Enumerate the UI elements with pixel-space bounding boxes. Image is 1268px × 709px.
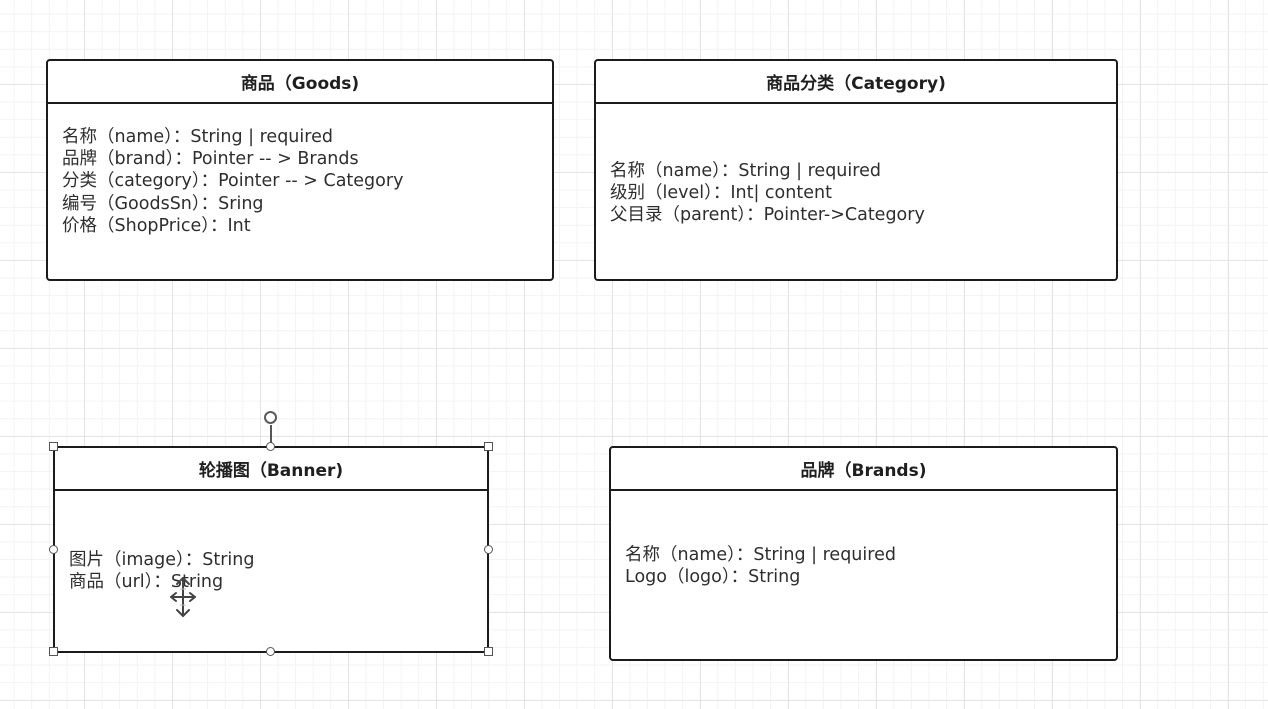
entity-goods[interactable]: 商品（Goods) 名称（name）：String | required 品牌（… [46,59,554,281]
field-goods-sn: 编号（GoodsSn）：Sring [62,193,264,214]
rotate-handle-icon[interactable] [264,411,277,424]
entity-title: 轮播图（Banner) [55,448,487,491]
resize-handle-left[interactable] [49,545,58,554]
field-category: 分类（category）：Pointer -- > Category [62,171,404,192]
field-shop-price: 价格（ShopPrice）：Int [62,215,251,236]
resize-handle-bottom[interactable] [266,647,275,656]
entity-title: 品牌（Brands) [611,448,1116,491]
entity-brands[interactable]: 品牌（Brands) 名称（name）：String | required Lo… [609,446,1118,661]
field-brand: 品牌（brand）：Pointer -- > Brands [62,149,359,170]
entity-fields: 名称（name）：String | required 品牌（brand）：Poi… [48,104,552,237]
rotate-stem [270,425,272,447]
entity-title: 商品（Goods) [48,61,552,104]
field-url: 商品（url）：String [69,572,224,593]
entity-title: 商品分类（Category) [596,61,1116,104]
resize-handle-bottom-left[interactable] [49,647,58,656]
resize-handle-top-right[interactable] [484,442,493,451]
field-logo: Logo（logo）：String [625,567,801,588]
field-image: 图片（image）：String [69,550,255,570]
entity-category[interactable]: 商品分类（Category) 名称（name）：String | require… [594,59,1118,281]
field-name: 名称（name）：String | required [62,127,333,147]
entity-fields: 图片（image）：String 商品（url）：String [55,491,487,593]
resize-handle-top[interactable] [266,442,275,451]
resize-handle-bottom-right[interactable] [484,647,493,656]
entity-banner[interactable]: 轮播图（Banner) 图片（image）：String 商品（url）：Str… [53,446,489,653]
resize-handle-right[interactable] [484,545,493,554]
entity-fields: 名称（name）：String | required 级别（level）：Int… [596,104,1116,227]
field-name: 名称（name）：String | required [625,545,896,565]
entity-fields: 名称（name）：String | required Logo（logo）：St… [611,491,1116,588]
move-cursor-icon [170,577,196,617]
field-parent: 父目录（parent）：Pointer->Category [610,205,925,226]
resize-handle-top-left[interactable] [49,442,58,451]
field-name: 名称（name）：String | required [610,161,881,181]
field-level: 级别（level）：Int| content [610,183,832,204]
